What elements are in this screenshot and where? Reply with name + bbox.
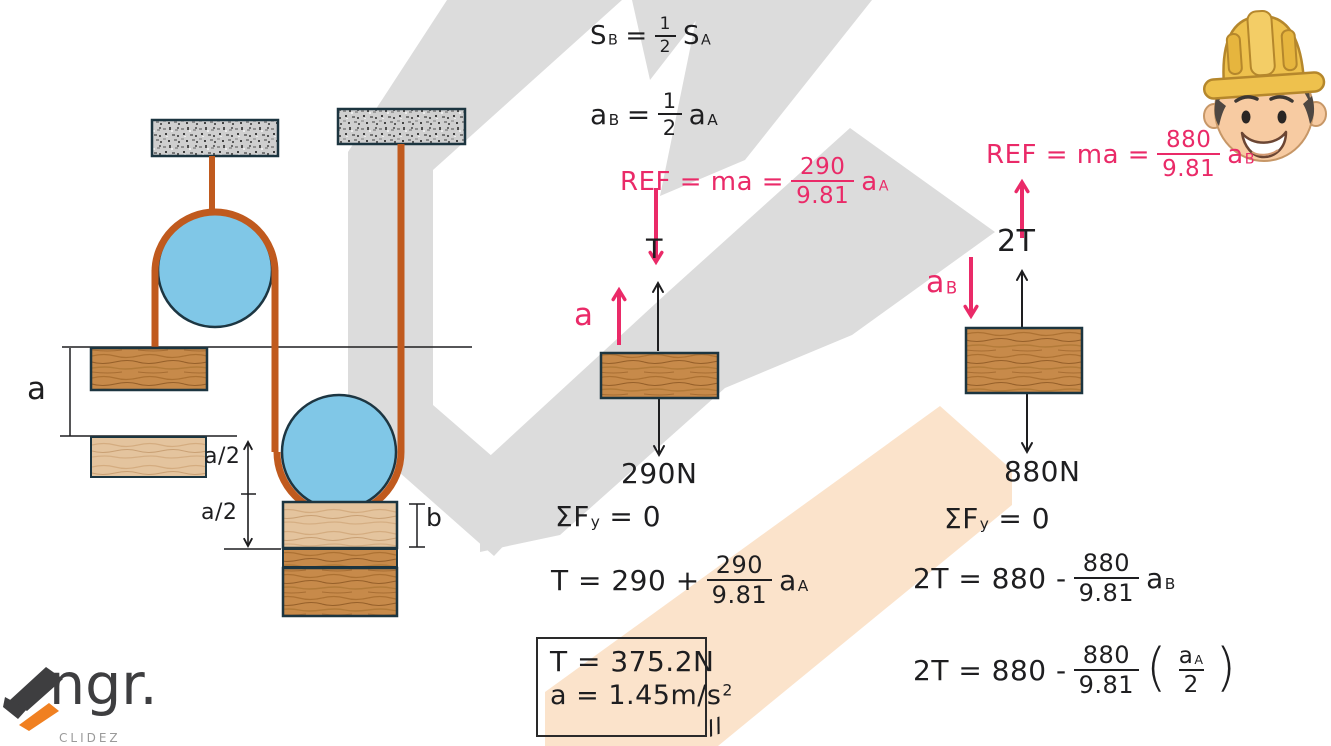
block-b-ghost — [281, 500, 399, 550]
hat-ridge-center — [1246, 9, 1276, 77]
dim-label-b: b — [426, 503, 443, 532]
hat-ridge-left — [1225, 32, 1243, 75]
hat-ridge-right — [1280, 29, 1298, 72]
logo-e-dark-stroke — [10, 667, 63, 711]
logo-tagline: CLIDEZ — [59, 731, 121, 745]
block-b-band — [282, 548, 398, 568]
hat-brim — [1202, 71, 1326, 100]
pulley-bottom — [280, 393, 398, 511]
block-a — [89, 346, 209, 392]
pulley-system-diagram — [60, 107, 472, 618]
fbd-a-graphics — [599, 188, 720, 458]
watermark-gray-band-upper — [660, 0, 872, 196]
fbd-a-block — [599, 351, 720, 400]
mascot-hair-right — [1303, 96, 1315, 124]
mascot-brow-right — [1269, 95, 1294, 103]
engineer-mascot — [1202, 9, 1327, 162]
result-box: T = 375.2N a = 1.45m/s2 — [536, 637, 733, 737]
ceiling-anchor-left — [150, 118, 280, 158]
fbd-b-weight-label: 880N — [1004, 455, 1081, 488]
dim-label-a: a — [27, 371, 47, 407]
mascot-lip — [1251, 149, 1279, 156]
hard-hat-icon — [1202, 9, 1326, 100]
dim-label-a2-upper: a/2 — [204, 444, 241, 469]
watermark-gray-ribbon-right — [480, 128, 995, 552]
logo-wordmark: ngr. — [49, 652, 158, 718]
watermark-orange-ribbon — [545, 406, 1012, 746]
fbd-b-tension-label: 2T — [997, 224, 1036, 259]
logo-e-dark-corner — [3, 697, 27, 719]
fbd-b-block — [964, 326, 1084, 395]
logo-e-glyph — [3, 667, 63, 731]
mascot-hair-left — [1214, 98, 1226, 126]
ceiling-anchor-right — [336, 107, 467, 146]
fbd-b-graphics — [963, 178, 1084, 455]
result-acceleration: a = 1.45m/s2 — [550, 680, 733, 711]
block-b — [281, 566, 399, 618]
mascot-mouth — [1240, 130, 1288, 159]
mascot-eye-left — [1241, 110, 1251, 124]
watermark-gray-tip-top — [632, 0, 712, 80]
rope-over-top-pulley — [151, 208, 279, 273]
mascot-brow-left — [1234, 95, 1259, 103]
fbd-a-weight-label: 290N — [621, 457, 698, 490]
fbd-a-accel-label: a — [574, 297, 594, 333]
fbd-a-tension-label: T — [646, 234, 663, 265]
result-tension: T = 375.2N — [550, 645, 715, 678]
logo-e-orange-stroke — [19, 703, 59, 731]
mascot-eye-right — [1277, 110, 1287, 124]
rope — [151, 144, 405, 548]
block-a-ghost — [90, 436, 207, 478]
dim-label-a2-lower: a/2 — [201, 500, 238, 525]
